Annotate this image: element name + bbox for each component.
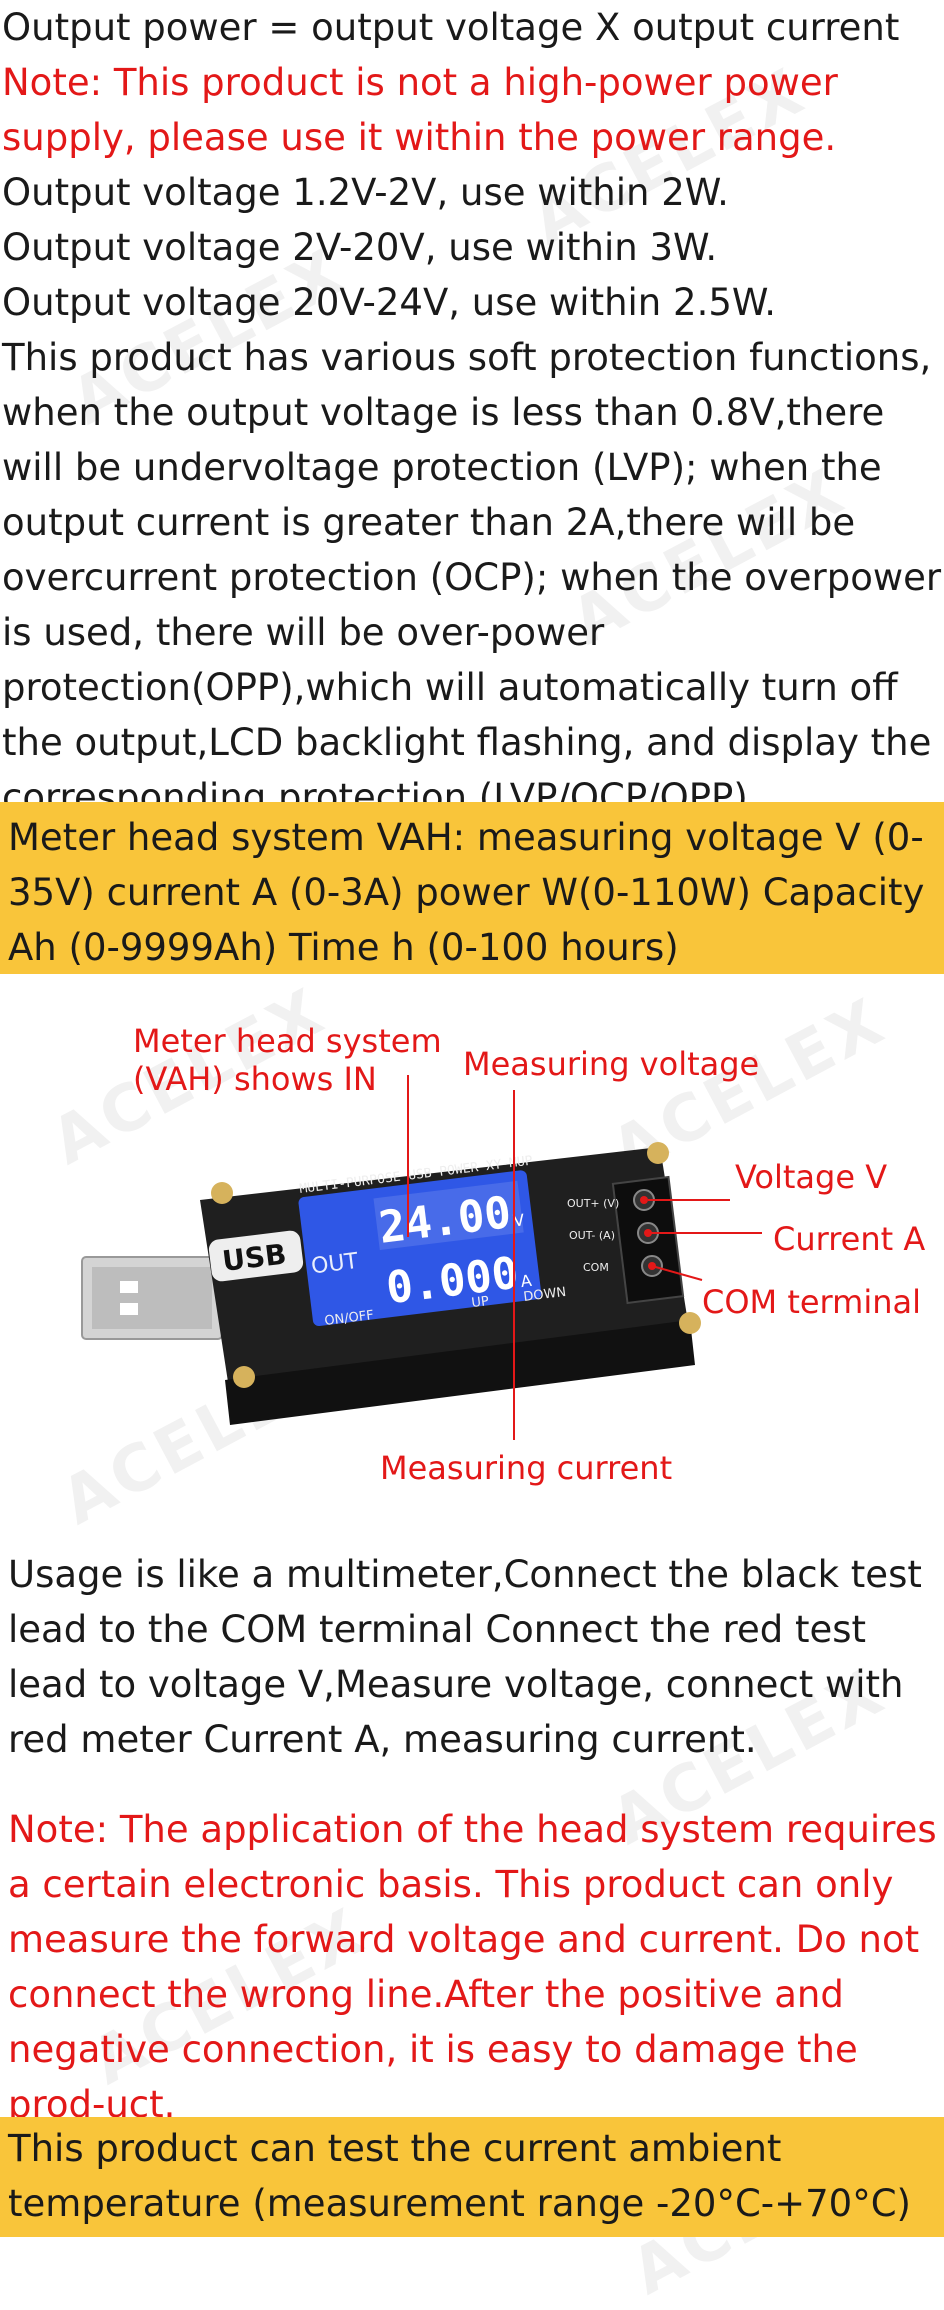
measuring-voltage-label: Measuring voltage bbox=[463, 1045, 759, 1083]
svg-text:USB: USB bbox=[220, 1237, 288, 1278]
up-button-label: UP bbox=[471, 1294, 490, 1311]
usb-logo: USB bbox=[208, 1230, 304, 1282]
lcd-screen: OUT 24.00 V 0.000 A bbox=[298, 1170, 542, 1327]
screw-hole bbox=[679, 1312, 701, 1334]
onoff-button-label: ON/OFF bbox=[324, 1308, 375, 1329]
com-terminal-label: COM terminal bbox=[702, 1283, 921, 1321]
range-2w: Output voltage 1.2V-2V, use within 2W. bbox=[2, 171, 729, 214]
range-2-5w: Output voltage 20V-24V, use within 2.5W. bbox=[2, 281, 776, 324]
screw-hole bbox=[211, 1182, 233, 1204]
usage-text: Usage is like a multimeter,Connect the b… bbox=[8, 1553, 922, 1761]
meter-head-text: Meter head system VAH: measuring voltage… bbox=[8, 816, 925, 969]
vah-label-line2: (VAH) shows IN bbox=[133, 1060, 377, 1098]
terminal-com-label: COM bbox=[583, 1261, 609, 1274]
lcd-current-unit: A bbox=[520, 1271, 533, 1291]
usage-section: Usage is like a multimeter,Connect the b… bbox=[8, 1547, 944, 1767]
warning-section: Note: The application of the head system… bbox=[8, 1802, 944, 2132]
measuring-current-label: Measuring current bbox=[380, 1449, 672, 1487]
screw-hole bbox=[233, 1366, 255, 1388]
current-a-label: Current A bbox=[773, 1220, 925, 1258]
protection-text: This product has various soft protection… bbox=[2, 336, 942, 819]
temperature-text: This product can test the current ambien… bbox=[8, 2127, 911, 2225]
terminal-a-label: OUT- (A) bbox=[569, 1229, 615, 1242]
lcd-out-label: OUT bbox=[310, 1249, 360, 1280]
usb-plug bbox=[81, 1256, 223, 1340]
voltage-v-label: Voltage V bbox=[735, 1158, 887, 1196]
power-note: Note: This product is not a high-power p… bbox=[2, 61, 838, 159]
board-buttons: ON/OFF UP DOWN bbox=[324, 1285, 567, 1329]
down-button-label: DOWN bbox=[523, 1285, 567, 1305]
leader-lines bbox=[407, 1075, 762, 1440]
temperature-band: This product can test the current ambien… bbox=[0, 2117, 944, 2237]
range-3w: Output voltage 2V-20V, use within 3W. bbox=[2, 226, 718, 269]
screw-hole bbox=[647, 1142, 669, 1164]
device-diagram: MULTI-PURPOSE USB POWER XY-MUP USB OUT 2… bbox=[0, 985, 944, 1525]
lcd-voltage-unit: V bbox=[512, 1210, 525, 1230]
vah-label-line1: Meter head system bbox=[133, 1022, 442, 1060]
device-illustration: MULTI-PURPOSE USB POWER XY-MUP USB OUT 2… bbox=[81, 1022, 925, 1487]
intro-section: Output power = output voltage X output c… bbox=[2, 0, 944, 825]
terminal-v-label: OUT+ (V) bbox=[567, 1197, 619, 1210]
meter-head-band: Meter head system VAH: measuring voltage… bbox=[0, 802, 944, 974]
power-formula: Output power = output voltage X output c… bbox=[2, 6, 900, 49]
warning-note: Note: The application of the head system… bbox=[8, 1808, 937, 2126]
